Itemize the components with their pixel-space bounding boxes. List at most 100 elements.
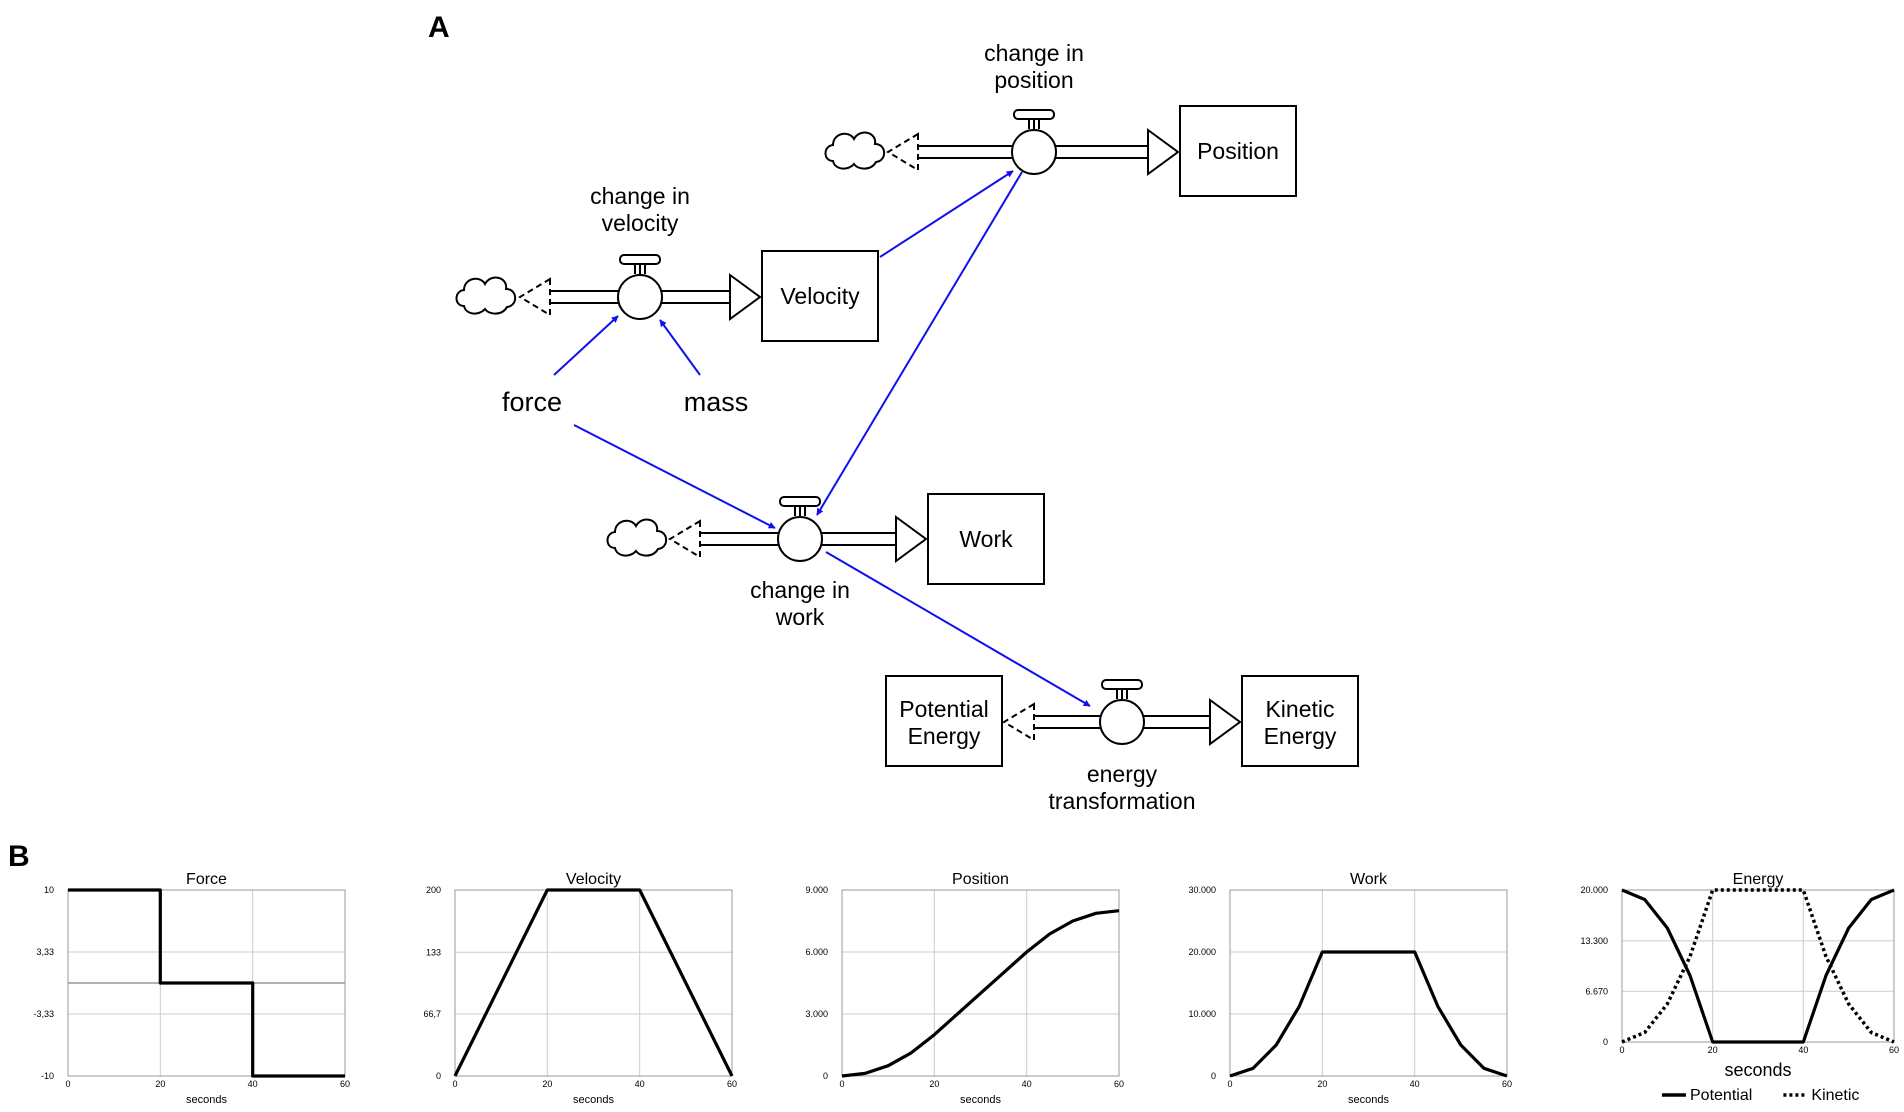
- y-tick-label: 10.000: [1188, 1009, 1216, 1019]
- svg-text:Energy: Energy: [908, 723, 981, 749]
- x-tick-label: 60: [340, 1079, 350, 1089]
- svg-text:energy: energy: [1087, 761, 1158, 787]
- x-tick-label: 40: [1798, 1045, 1808, 1055]
- chart-title: Velocity: [566, 871, 621, 888]
- flow-position: [886, 109, 1180, 176]
- panel-label-b: B: [8, 840, 30, 873]
- link-force-to-work-flow: [573, 424, 776, 529]
- cloud-velocity-source: [455, 276, 517, 315]
- svg-text:Velocity: Velocity: [780, 283, 860, 309]
- x-tick-label: 60: [1114, 1079, 1124, 1089]
- stock-work: Work: [927, 493, 1045, 585]
- plot-frame: [1229, 889, 1508, 1077]
- plot-frame: [67, 889, 346, 1077]
- y-tick-label: 30.000: [1188, 885, 1216, 895]
- y-tick-label: 20.000: [1188, 947, 1216, 957]
- y-tick-label: 13.300: [1580, 936, 1608, 946]
- y-tick-label: 200: [426, 885, 441, 895]
- flow-velocity-valve: [617, 254, 663, 320]
- link-position-flow-to-work-flow: [816, 171, 1023, 516]
- chart-title: Energy: [1733, 871, 1784, 888]
- y-tick-label: 66,7: [423, 1009, 441, 1019]
- x-tick-label: 0: [839, 1079, 844, 1089]
- x-axis-label: seconds: [960, 1094, 1001, 1106]
- x-tick-label: 0: [65, 1079, 70, 1089]
- cloud-work-source: [606, 518, 668, 557]
- legend: Potential Kinetic: [1662, 1087, 1859, 1104]
- x-tick-label: 0: [1619, 1045, 1624, 1055]
- x-tick-label: 20: [542, 1079, 552, 1089]
- stock-flow-diagram: [455, 109, 1242, 746]
- x-tick-label: 40: [1410, 1079, 1420, 1089]
- x-tick-label: 60: [1889, 1045, 1899, 1055]
- flow-velocity: [518, 254, 762, 321]
- flow-label-energy: energy transformation: [1048, 761, 1195, 814]
- svg-text:change in: change in: [984, 40, 1084, 66]
- x-tick-label: 20: [155, 1079, 165, 1089]
- variable-mass: mass: [684, 387, 749, 417]
- flow-work: [668, 496, 928, 563]
- series-line-1: [841, 909, 1120, 1078]
- series-line-1: [68, 888, 345, 1078]
- y-tick-label: 10: [44, 885, 54, 895]
- panel-label-a: A: [428, 11, 450, 44]
- x-tick-label: 60: [727, 1079, 737, 1089]
- x-axis-label: seconds: [1348, 1094, 1389, 1106]
- flow-label-velocity: change in velocity: [590, 183, 690, 236]
- plot-frame: [1621, 889, 1895, 1043]
- y-tick-label: -3,33: [33, 1009, 54, 1019]
- series-line-1: [1229, 950, 1508, 1078]
- y-tick-label: 0: [1603, 1037, 1608, 1047]
- x-tick-label: 20: [929, 1079, 939, 1089]
- stock-position: Position: [1179, 105, 1297, 197]
- charts-panel: Force 0 20 40 60 10 3,33 -3,33 -10 seconds Velocit…: [33, 871, 1899, 1106]
- svg-text:transformation: transformation: [1048, 788, 1195, 814]
- svg-text:Energy: Energy: [1264, 723, 1337, 749]
- x-axis-label: seconds: [1724, 1060, 1791, 1080]
- link-force-to-velocity-flow: [553, 315, 619, 376]
- y-tick-label: 0: [1211, 1071, 1216, 1081]
- flow-position-valve: [1011, 109, 1057, 175]
- flow-energy-transformation-valve: [1099, 679, 1145, 745]
- x-tick-label: 0: [1227, 1079, 1232, 1089]
- svg-text:Position: Position: [1197, 138, 1279, 164]
- svg-text:work: work: [775, 604, 825, 630]
- y-tick-label: 3,33: [36, 947, 54, 957]
- flow-work-valve: [777, 496, 823, 562]
- chart-title: Force: [186, 871, 227, 888]
- svg-text:velocity: velocity: [602, 210, 679, 236]
- chart-title: Position: [952, 871, 1009, 888]
- y-tick-label: 0: [823, 1071, 828, 1081]
- cloud-position-source: [824, 131, 886, 170]
- plot-frame: [841, 889, 1120, 1077]
- x-tick-label: 40: [248, 1079, 258, 1089]
- legend-label-potential: Potential: [1690, 1087, 1752, 1104]
- x-tick-label: 60: [1502, 1079, 1512, 1089]
- svg-text:Potential: Potential: [899, 696, 989, 722]
- y-tick-label: 20.000: [1580, 885, 1608, 895]
- variable-force: force: [502, 387, 562, 417]
- y-tick-label: 9.000: [805, 885, 828, 895]
- legend-label-kinetic: Kinetic: [1811, 1087, 1859, 1104]
- stock-potential-energy: Potential Energy: [885, 675, 1003, 767]
- svg-text:Work: Work: [959, 526, 1013, 552]
- y-tick-label: -10: [41, 1071, 54, 1081]
- svg-text:change in: change in: [590, 183, 690, 209]
- link-mass-to-velocity-flow: [659, 319, 701, 376]
- x-tick-label: 40: [1022, 1079, 1032, 1089]
- y-tick-label: 6.000: [805, 947, 828, 957]
- x-tick-label: 0: [452, 1079, 457, 1089]
- y-tick-label: 133: [426, 947, 441, 957]
- flow-label-work: change in work: [750, 577, 850, 630]
- svg-text:position: position: [994, 67, 1073, 93]
- chart-title: Work: [1350, 871, 1388, 888]
- series-line-1: [453, 888, 734, 1077]
- link-work-flow-to-energy-flow: [825, 551, 1091, 707]
- flow-label-position: change in position: [984, 40, 1084, 93]
- series-line-kinetic: [1621, 888, 1895, 1044]
- information-links: [553, 170, 1091, 707]
- x-axis-label: seconds: [573, 1094, 614, 1106]
